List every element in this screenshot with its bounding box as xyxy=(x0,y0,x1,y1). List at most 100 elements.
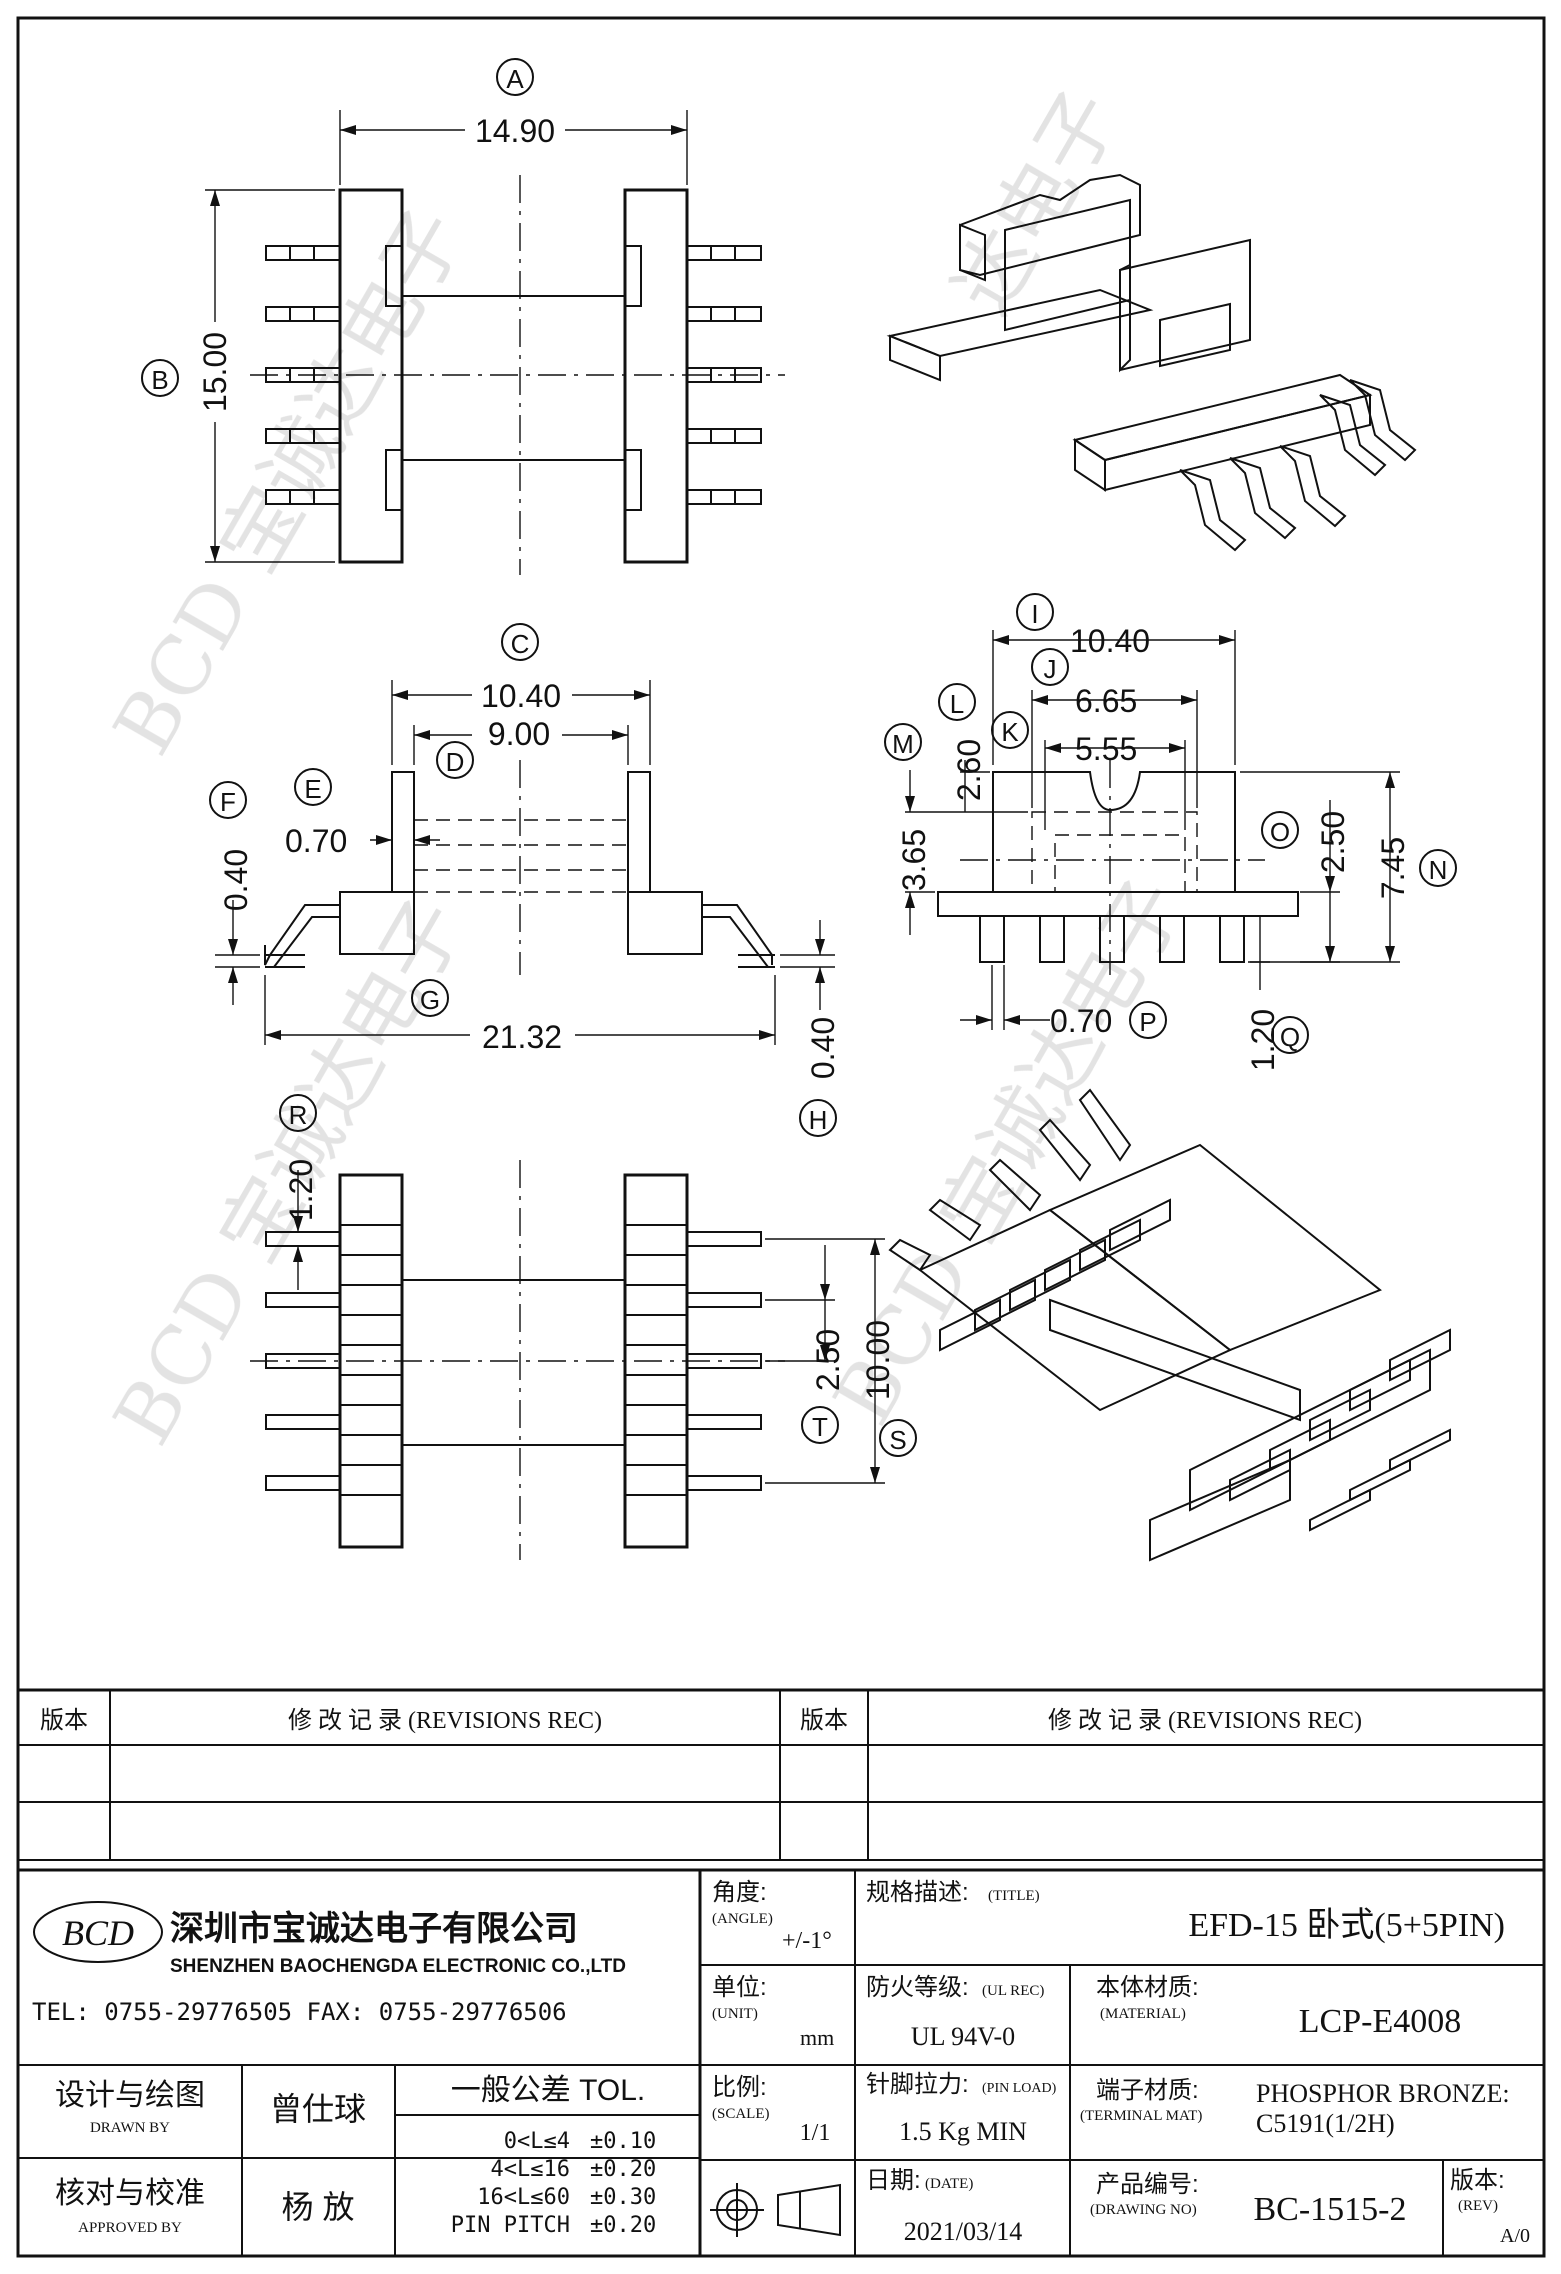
unit-label: 单位: xyxy=(712,1974,767,2001)
svg-text:PIN PITCH: PIN PITCH xyxy=(451,2213,570,2238)
rev-col-record-left: 修 改 记 录 (REVISIONS REC) xyxy=(288,1707,602,1734)
drawing-no-value: BC-1515-2 xyxy=(1254,2191,1407,2228)
rev-en: (REV) xyxy=(1458,2198,1498,2214)
sheet-border xyxy=(16,16,1546,2258)
revisions-table: 版本 修 改 记 录 (REVISIONS REC) 版本 修 改 记 录 (R… xyxy=(18,1688,1544,1861)
terminal-en: (TERMINAL MAT) xyxy=(1080,2108,1202,2124)
date-en: (DATE) xyxy=(925,2176,973,2192)
svg-text:±0.20: ±0.20 xyxy=(590,2213,656,2238)
dim-e: 0.70 xyxy=(285,823,347,859)
label-k: K xyxy=(1001,717,1019,747)
label-i: I xyxy=(1031,599,1038,629)
label-g: G xyxy=(420,985,440,1015)
svg-text:0<L≤4: 0<L≤4 xyxy=(504,2129,570,2154)
company-contact: TEL: 0755-29776505 FAX: 0755-29776506 xyxy=(32,1998,567,2026)
dim-t: 2.50 xyxy=(810,1329,846,1391)
pin-load-en: (PIN LOAD) xyxy=(982,2081,1057,2096)
dim-d: 9.00 xyxy=(488,716,550,752)
approver-name: 杨 放 xyxy=(282,2189,355,2225)
angle-value: +/-1° xyxy=(782,1928,832,1954)
scale-value: 1/1 xyxy=(800,2120,831,2146)
unit-value: mm xyxy=(800,2025,834,2050)
dim-f: 0.40 xyxy=(218,849,254,911)
rev-value: A/0 xyxy=(1500,2225,1530,2247)
pin-load-label: 针脚拉力: xyxy=(866,2071,969,2098)
approve-label: 核对与校准 xyxy=(55,2177,205,2210)
ul-label: 防火等级: xyxy=(866,1974,969,2001)
dim-h: 0.40 xyxy=(805,1017,841,1079)
tolerance-rows: 0<L≤4 ±0.10 4<L≤16 ±0.20 16<L≤60 ±0.30 P… xyxy=(451,2129,656,2238)
svg-text:达电子: 达电子 xyxy=(936,75,1137,329)
dim-q: 1.20 xyxy=(1245,1009,1281,1071)
tolerance-label: 一般公差 TOL. xyxy=(451,2074,645,2107)
label-d: D xyxy=(446,747,465,777)
ul-value: UL 94V-0 xyxy=(911,2022,1015,2051)
rev-col-record-right: 修 改 记 录 (REVISIONS REC) xyxy=(1048,1707,1362,1734)
svg-text:BCD: BCD xyxy=(62,1913,134,1953)
dim-m: 3.65 xyxy=(896,829,932,891)
rev-col-version-left: 版本 xyxy=(40,1707,88,1734)
label-s: S xyxy=(889,1425,906,1455)
material-label: 本体材质: xyxy=(1096,1974,1199,2001)
watermark: BCD 宝诚达电子 BCD 宝诚达电子 BCD 宝诚达电子 达电子 xyxy=(96,75,1202,1459)
top-view: 14.90 A 15.00 B xyxy=(141,58,785,575)
dim-i: 10.40 xyxy=(1070,623,1150,659)
projection-symbol xyxy=(710,2183,841,2237)
svg-text:±0.30: ±0.30 xyxy=(590,2185,656,2210)
rev-col-version-right: 版本 xyxy=(800,1707,848,1734)
label-a: A xyxy=(506,64,524,94)
label-m: M xyxy=(892,729,914,759)
design-en: DRAWN BY xyxy=(90,2120,170,2136)
unit-en: (UNIT) xyxy=(712,2006,758,2022)
dim-l: 2.60 xyxy=(951,739,987,801)
label-t: T xyxy=(812,1412,828,1442)
label-q: Q xyxy=(1280,1022,1300,1052)
dim-p: 0.70 xyxy=(1050,1003,1112,1039)
drawing-no-en: (DRAWING NO) xyxy=(1090,2202,1197,2218)
terminal-value-line2: C5191(1/2H) xyxy=(1256,2109,1395,2138)
rev-label: 版本: xyxy=(1450,2167,1505,2194)
dim-n: 7.45 xyxy=(1375,837,1411,899)
svg-text:BCD 宝诚达电子: BCD 宝诚达电子 xyxy=(96,194,482,770)
design-label: 设计与绘图 xyxy=(55,2079,205,2112)
label-e: E xyxy=(304,774,321,804)
dim-c: 10.40 xyxy=(481,678,561,714)
drawing-no-label: 产品编号: xyxy=(1096,2171,1199,2198)
svg-text:±0.10: ±0.10 xyxy=(590,2129,656,2154)
title-en: (TITLE) xyxy=(988,1888,1040,1904)
terminal-value-line1: PHOSPHOR BRONZE: xyxy=(1256,2079,1510,2108)
iso-view-top xyxy=(886,173,1417,552)
label-r: R xyxy=(289,1100,308,1130)
svg-text:4<L≤16: 4<L≤16 xyxy=(491,2157,570,2182)
label-o: O xyxy=(1270,817,1290,847)
designer-name: 曾仕球 xyxy=(270,2091,366,2127)
terminal-label: 端子材质: xyxy=(1096,2077,1199,2104)
label-n: N xyxy=(1429,855,1448,885)
dim-r: 1.20 xyxy=(283,1159,319,1221)
ul-en: (UL REC) xyxy=(982,1983,1044,1999)
dim-a: 14.90 xyxy=(475,113,555,149)
date-label: 日期: xyxy=(866,2167,921,2194)
bottom-view: 1.20 R 10.00 S 2.50 T xyxy=(250,1094,917,1560)
label-f: F xyxy=(220,787,236,817)
label-j: J xyxy=(1044,654,1057,684)
dim-j: 6.65 xyxy=(1075,683,1137,719)
material-en: (MATERIAL) xyxy=(1100,2006,1186,2022)
dim-g: 21.32 xyxy=(482,1019,562,1055)
iso-view-bottom xyxy=(888,1088,1451,1562)
scale-en: (SCALE) xyxy=(712,2106,770,2122)
front-view: 10.40 C 9.00 D 0.70 E 0.40 F 21.32 G xyxy=(209,623,841,1137)
angle-en: (ANGLE) xyxy=(712,1911,773,1927)
side-view: 10.40 I 6.65 J 5.55 K 2.60 L 3.65 M 7.45 xyxy=(884,593,1457,1071)
svg-text:±0.20: ±0.20 xyxy=(590,2157,656,2182)
company-name-cn: 深圳市宝诚达电子有限公司 xyxy=(170,1909,578,1948)
dim-k: 5.55 xyxy=(1075,731,1137,767)
company-name-en: SHENZHEN BAOCHENGDA ELECTRONIC CO.,LTD xyxy=(170,1956,626,1977)
title-label: 规格描述: xyxy=(866,1879,969,1906)
company-logo: BCD xyxy=(33,1901,163,1963)
material-value: LCP-E4008 xyxy=(1299,2003,1461,2040)
date-value: 2021/03/14 xyxy=(904,2217,1022,2246)
pin-load-value: 1.5 Kg MIN xyxy=(899,2117,1027,2146)
label-b: B xyxy=(151,365,168,395)
